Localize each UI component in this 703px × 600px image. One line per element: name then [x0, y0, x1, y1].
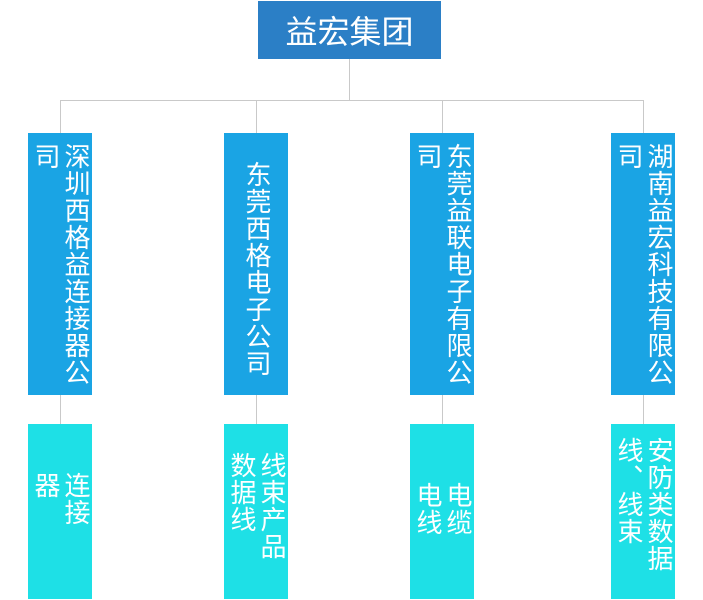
- connector-company-2: [256, 100, 257, 133]
- connector-company-3: [442, 100, 443, 133]
- connector-product-3: [442, 395, 443, 424]
- company-node-3: 东莞益联电子有限公司: [410, 133, 474, 395]
- product-label: 线束产品数据线: [226, 451, 286, 560]
- product-label: 安防类数据线、线束: [613, 436, 673, 572]
- connector-root-down: [349, 59, 350, 101]
- product-node-4: 安防类数据线、线束: [611, 424, 675, 599]
- product-label: 电缆电线: [412, 481, 472, 536]
- root-label: 益宏集团: [285, 13, 414, 51]
- connector-product-1: [60, 395, 61, 424]
- company-label: 深圳西格益连接器公司: [30, 143, 90, 386]
- company-node-2: 东莞西格电子公司: [224, 133, 288, 395]
- connector-company-1: [60, 100, 61, 133]
- product-node-3: 电缆电线: [410, 424, 474, 599]
- product-node-2: 线束产品数据线: [224, 424, 288, 599]
- connector-company-4: [643, 100, 644, 133]
- connector-product-2: [256, 395, 257, 424]
- connector-horizontal: [60, 100, 644, 101]
- company-label: 湖南益宏科技有限公司: [613, 143, 673, 386]
- company-label: 东莞西格电子公司: [241, 161, 271, 377]
- root-node: 益宏集团: [258, 1, 441, 59]
- company-label: 东莞益联电子有限公司: [412, 143, 472, 386]
- company-node-4: 湖南益宏科技有限公司: [611, 133, 675, 395]
- product-node-1: 连接器: [28, 424, 92, 599]
- connector-product-4: [643, 395, 644, 424]
- product-label: 连接器: [30, 471, 90, 526]
- company-node-1: 深圳西格益连接器公司: [28, 133, 92, 395]
